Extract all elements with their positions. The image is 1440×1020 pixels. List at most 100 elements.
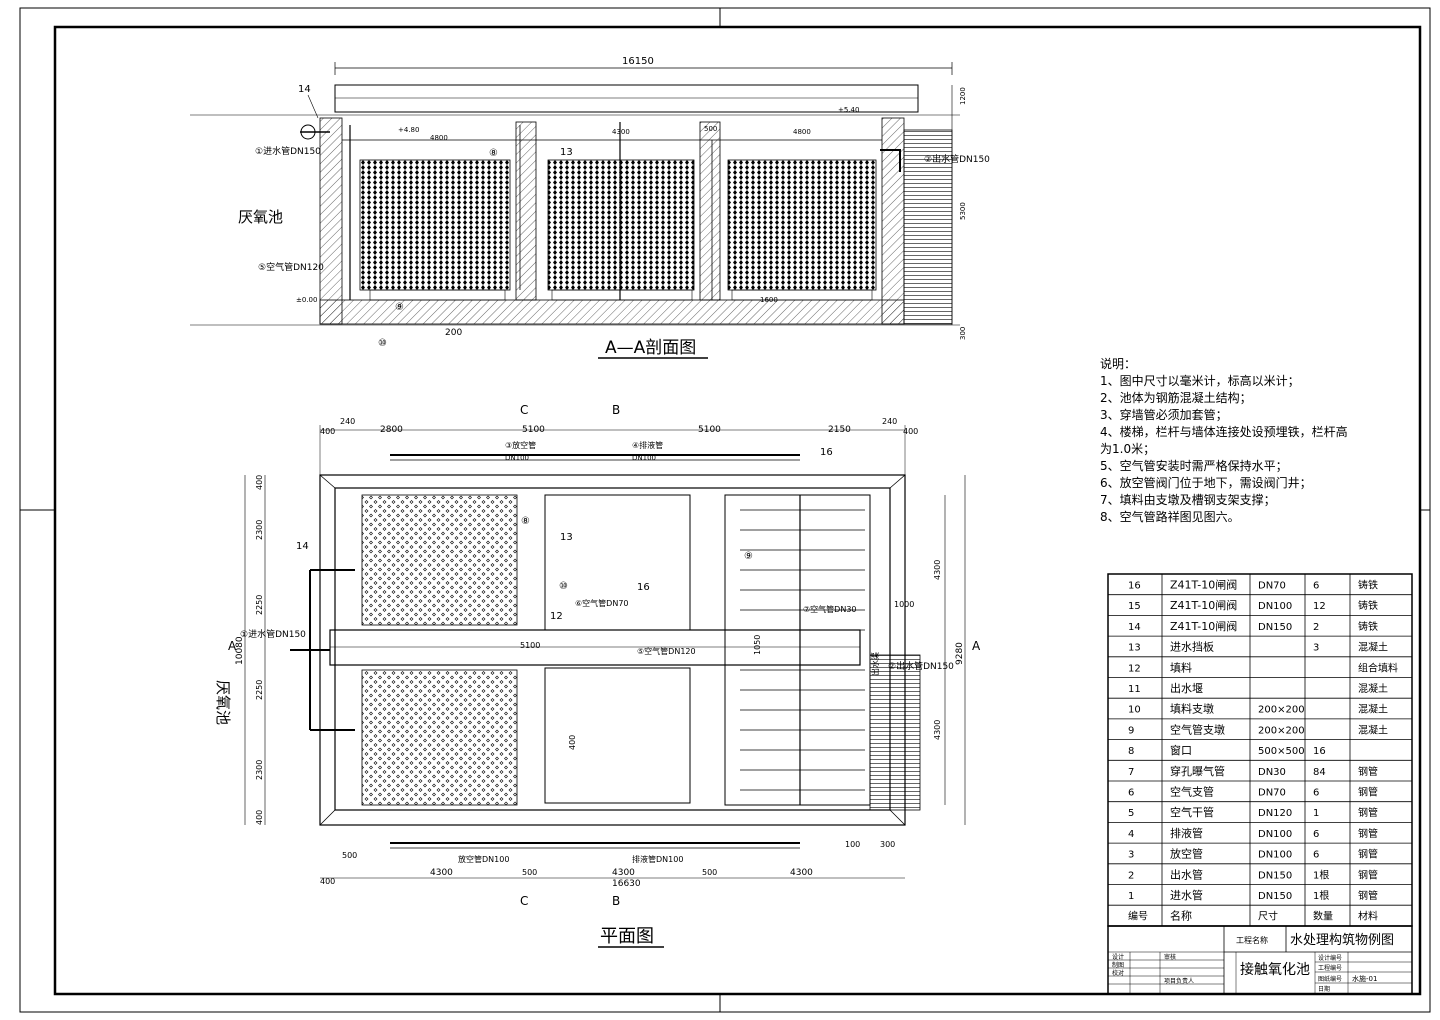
plan-label-16: 16 bbox=[637, 582, 650, 593]
plan-section-mark-right: A bbox=[972, 639, 981, 653]
drawing-number: 水施-01 bbox=[1352, 974, 1377, 983]
section-inlet-label: ①进水管DN150 bbox=[255, 145, 321, 157]
plan-label-12: 12 bbox=[550, 611, 563, 622]
parts-table-cell: 钢管 bbox=[1358, 868, 1378, 881]
plan-axis-c-bottom: C bbox=[520, 894, 528, 908]
section-small-dim-500: 500 bbox=[704, 125, 717, 133]
design-notes: 说明： 1、图中尺寸以毫米计，标高以米计； 2、池体为钢筋混凝土结构； 3、穿墙… bbox=[1100, 356, 1400, 526]
wall-mid-1 bbox=[515, 121, 537, 301]
section-chamber-dim-1: 4800 bbox=[430, 134, 448, 142]
parts-table-cell: 200×200 bbox=[1258, 725, 1305, 736]
plan-dim-1050: 1050 bbox=[753, 635, 762, 655]
railing bbox=[334, 84, 919, 113]
parts-table-cell: 混凝土 bbox=[1358, 641, 1388, 654]
plan-section-mark-left: A bbox=[228, 639, 237, 653]
plan-left-dim-2300-b: 2300 bbox=[255, 760, 264, 780]
parts-table-cell: 填料 bbox=[1170, 660, 1192, 674]
title-label-review: 审核 bbox=[1164, 953, 1176, 961]
plan-stairs bbox=[869, 654, 921, 811]
parts-table-cell: 3 bbox=[1128, 850, 1134, 861]
plan-overall-bottom: 16630 bbox=[612, 879, 641, 889]
parts-table-cell: 混凝土 bbox=[1358, 723, 1388, 736]
section-label-13: 13 bbox=[560, 147, 573, 158]
plan-tank-inner bbox=[334, 487, 891, 811]
section-title: A—A剖面图 bbox=[605, 338, 696, 358]
parts-table-cell: 填料支墩 bbox=[1170, 702, 1214, 716]
wall-right bbox=[881, 117, 905, 325]
title-label-drawing-no: 图纸编号 bbox=[1318, 975, 1342, 983]
parts-table-cell: 13 bbox=[1128, 643, 1141, 654]
parts-table-cell: 500×500 bbox=[1258, 746, 1305, 757]
plan-drain-top-label: ③放空管 bbox=[505, 440, 536, 450]
parts-table-cell: 进水管 bbox=[1170, 888, 1203, 902]
plan-aerator-rows bbox=[740, 495, 865, 805]
parts-table-cell: 10 bbox=[1128, 705, 1141, 716]
parts-table-cell: 4 bbox=[1128, 829, 1134, 840]
title-label-project-no: 工程编号 bbox=[1318, 964, 1342, 972]
plan-top-dim-240-right: 240 bbox=[882, 417, 897, 426]
plan-label-16-top: 16 bbox=[820, 447, 833, 458]
parts-table-cell: Z41T-10闸阀 bbox=[1170, 598, 1237, 612]
note-line: 为1.0米； bbox=[1100, 442, 1156, 456]
parts-table-header-cell: 材料 bbox=[1358, 910, 1378, 923]
section-label-10: ⑩ bbox=[378, 338, 387, 349]
plan-top-dim-240-left: 240 bbox=[340, 417, 355, 426]
base-slab bbox=[319, 299, 905, 325]
plan-inlet-label: ①进水管DN150 bbox=[240, 628, 306, 640]
note-line: 3、穿墙管必须加套管； bbox=[1100, 408, 1228, 422]
plan-dim-400-inner: 400 bbox=[568, 735, 577, 750]
plan-left-dim-2250-a: 2250 bbox=[255, 595, 264, 615]
plan-bottom-dim-500-c: 500 bbox=[702, 868, 717, 877]
plan-dim-5100-inner: 5100 bbox=[520, 641, 540, 650]
plan-chamber-2-lower bbox=[544, 667, 691, 804]
parts-table-cell: 铸铁 bbox=[1358, 599, 1378, 612]
parts-table-cell: 空气管支墩 bbox=[1170, 722, 1225, 736]
parts-table-header-cell: 名称 bbox=[1170, 909, 1192, 923]
plan-outlet-label: ②出水管DN150 bbox=[888, 660, 954, 672]
plan-right-dim-4300-a: 4300 bbox=[933, 560, 942, 580]
plan-circle-10: ⑩ bbox=[559, 581, 568, 592]
parts-table-cell: 12 bbox=[1128, 663, 1141, 674]
parts-table-cell: DN100 bbox=[1258, 601, 1292, 612]
parts-table-cell: 6 bbox=[1313, 581, 1319, 592]
parts-table-cell: 铸铁 bbox=[1358, 579, 1378, 592]
plan-circle-8: ⑧ bbox=[521, 516, 530, 527]
plan-axis-b-bottom: B bbox=[612, 894, 620, 908]
parts-table-cell: 混凝土 bbox=[1358, 682, 1388, 695]
parts-table-cell: 8 bbox=[1128, 746, 1134, 757]
title-label-design-no: 设计编号 bbox=[1318, 954, 1342, 962]
plan-left-dim-2250-b: 2250 bbox=[255, 680, 264, 700]
section-elev-3: ±0.00 bbox=[296, 296, 317, 304]
section-air-label: ⑤空气管DN120 bbox=[258, 261, 324, 273]
media-zone-1 bbox=[359, 159, 511, 291]
parts-table-cell: 15 bbox=[1128, 601, 1141, 612]
parts-table-cell: 出水管 bbox=[1170, 867, 1203, 881]
section-dim-5300: 5300 bbox=[959, 202, 967, 220]
media-zone-2 bbox=[547, 159, 695, 291]
plan-media-upper bbox=[361, 494, 518, 626]
parts-table-cell: 出水堰 bbox=[1170, 681, 1203, 695]
plan-bottom-dim-4300-b: 4300 bbox=[612, 868, 635, 878]
title-label-date: 日期 bbox=[1318, 985, 1330, 993]
section-chamber-dim-3: 4800 bbox=[793, 128, 811, 136]
parts-table-cell: DN100 bbox=[1258, 850, 1292, 861]
parts-table-cell: 6 bbox=[1313, 829, 1319, 840]
plan-top-dim-5100-b: 5100 bbox=[698, 425, 721, 435]
parts-table-cell: 排液管 bbox=[1170, 826, 1203, 840]
parts-table-cell: 混凝土 bbox=[1358, 703, 1388, 716]
parts-table-cell: 钢管 bbox=[1358, 806, 1378, 819]
plan-bottom-dim-4300-c: 4300 bbox=[790, 868, 813, 878]
wall-mid-2 bbox=[699, 121, 721, 301]
note-line: 5、空气管安装时需严格保持水平； bbox=[1100, 459, 1288, 473]
parts-table-cell: DN70 bbox=[1258, 788, 1286, 799]
section-elev-1: +5.40 bbox=[838, 106, 859, 114]
plan-air-main-label: ⑤空气管DN120 bbox=[637, 646, 696, 656]
parts-table-cell: 铸铁 bbox=[1358, 620, 1378, 633]
parts-table-cell: 钢管 bbox=[1358, 848, 1378, 861]
plan-label-14: 14 bbox=[296, 541, 309, 552]
wall-left bbox=[319, 117, 343, 325]
plan-axis-c-top: C bbox=[520, 403, 528, 417]
note-line: 8、空气管路祥图见图六。 bbox=[1100, 510, 1240, 524]
